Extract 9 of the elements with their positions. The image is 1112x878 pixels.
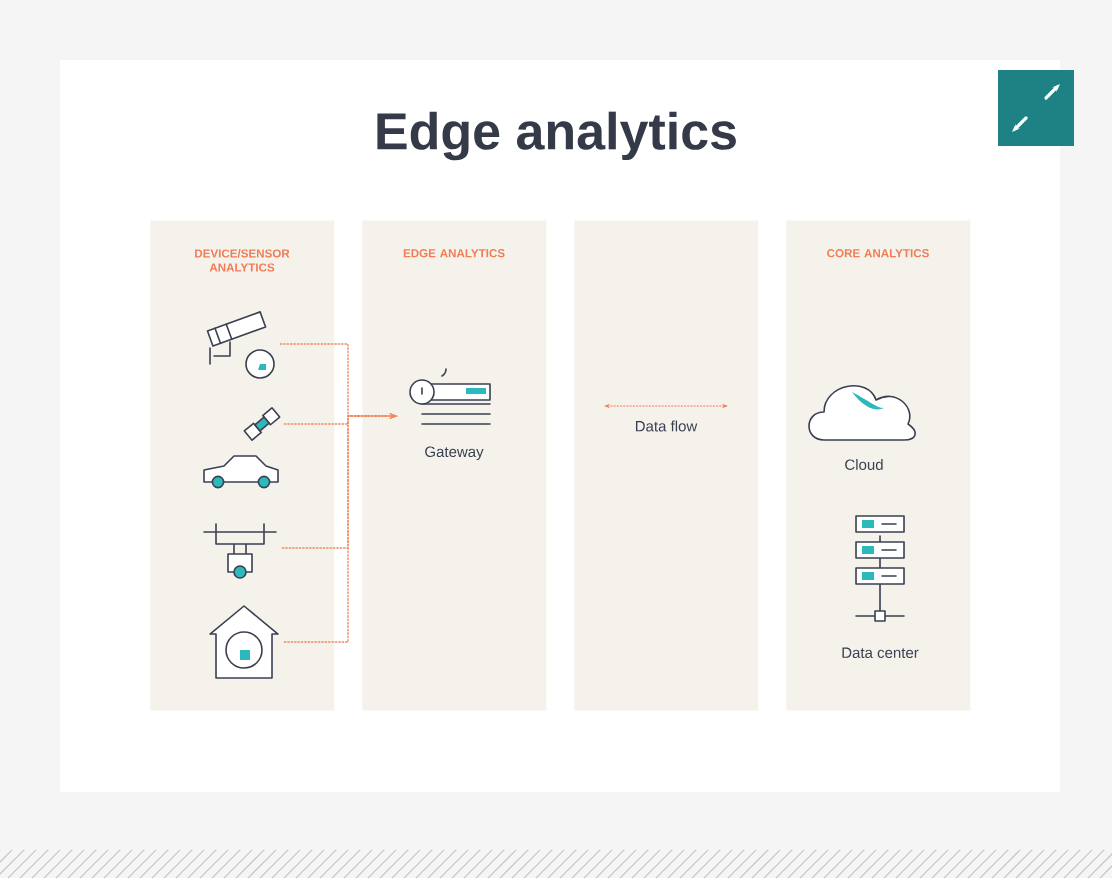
drone-drawing [203,523,277,579]
cloud-icon [808,385,917,441]
title: Edge analytics [377,111,736,161]
gateway-icon [409,368,491,425]
house-drawing [209,605,279,679]
camera-drawing [206,311,275,379]
satellite-drawing [243,407,281,441]
server-rack-icon [855,515,905,622]
column-panel [574,220,759,711]
